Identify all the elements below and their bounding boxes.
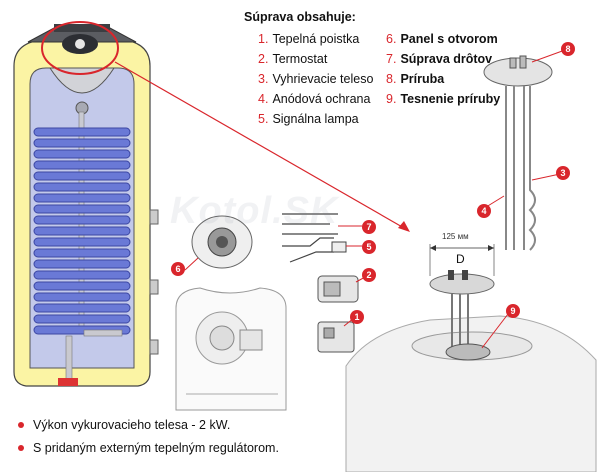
coil-turn <box>33 226 131 236</box>
dimension-size-label: 125 мм <box>442 232 469 241</box>
legend-item-7: 7.Súprava drôtov <box>386 52 492 66</box>
legend-item-8: 8.Príruba <box>386 72 444 86</box>
watermark: Kotol.SK <box>170 190 339 232</box>
coil-turn <box>33 215 131 225</box>
legend-item-label: Termostat <box>272 52 328 66</box>
note-text: Výkon vykurovacieho telesa - 2 kW. <box>33 418 231 432</box>
callout-8: 8 <box>561 42 575 56</box>
legend-item-1: 1.Tepelná poistka <box>258 32 359 46</box>
coil-turn <box>33 193 131 203</box>
legend-item-label: Príruba <box>400 72 445 86</box>
coil-turn <box>33 281 131 291</box>
legend-item-number: 1. <box>258 32 269 46</box>
coil-turn <box>33 270 131 280</box>
coil-turn <box>33 237 131 247</box>
legend-item-number: 5. <box>258 112 269 126</box>
coil-turn <box>33 292 131 302</box>
callout-1: 1 <box>350 310 364 324</box>
legend-title: Súprava obsahuje: <box>244 10 356 24</box>
legend-item-3: 3.Vyhrievacie teleso <box>258 72 373 86</box>
coil-turn <box>33 149 131 159</box>
coil-turn <box>33 127 131 137</box>
callout-5: 5 <box>362 240 376 254</box>
callout-2: 2 <box>362 268 376 282</box>
legend-item-number: 3. <box>258 72 269 86</box>
coil-turn <box>33 138 131 148</box>
legend-item-number: 4. <box>258 92 269 106</box>
legend-item-9: 9.Tesnenie príruby <box>386 92 500 106</box>
legend-item-label: Signálna lampa <box>272 112 359 126</box>
legend-item-2: 2.Termostat <box>258 52 327 66</box>
coil-turn <box>33 248 131 258</box>
legend-item-label: Panel s otvorom <box>400 32 498 46</box>
legend-item-label: Tepelná poistka <box>272 32 360 46</box>
note-text: S pridaným externým tepelným regulátorom… <box>33 441 279 455</box>
coil-turn <box>33 259 131 269</box>
legend-item-number: 2. <box>258 52 269 66</box>
note-heating-power: Výkon vykurovacieho telesa - 2 kW. <box>18 418 230 432</box>
coil-turn <box>33 303 131 313</box>
coil-turn <box>33 160 131 170</box>
coil-turn <box>33 314 131 324</box>
bullet-icon <box>18 444 24 451</box>
coil-turn <box>33 204 131 214</box>
legend-item-4: 4.Anódová ochrana <box>258 92 370 106</box>
legend-item-6: 6.Panel s otvorom <box>386 32 498 46</box>
callout-6: 6 <box>171 262 185 276</box>
legend-item-number: 6. <box>386 32 397 46</box>
callout-9: 9 <box>506 304 520 318</box>
legend-item-label: Súprava drôtov <box>400 52 493 66</box>
callout-7: 7 <box>362 220 376 234</box>
callout-4: 4 <box>477 204 491 218</box>
legend-item-number: 8. <box>386 72 397 86</box>
callout-3: 3 <box>556 166 570 180</box>
legend-item-label: Tesnenie príruby <box>400 92 501 106</box>
bullet-icon <box>18 421 24 428</box>
legend-item-label: Anódová ochrana <box>272 92 371 106</box>
coil-turn <box>33 171 131 181</box>
legend-item-number: 9. <box>386 92 397 106</box>
coil-turn <box>33 182 131 192</box>
dimension-symbol: D <box>456 252 465 266</box>
legend-item-5: 5.Signálna lampa <box>258 112 359 126</box>
legend-item-label: Vyhrievacie teleso <box>272 72 374 86</box>
note-external-regulator: S pridaným externým tepelným regulátorom… <box>18 441 279 455</box>
legend-item-number: 7. <box>386 52 397 66</box>
